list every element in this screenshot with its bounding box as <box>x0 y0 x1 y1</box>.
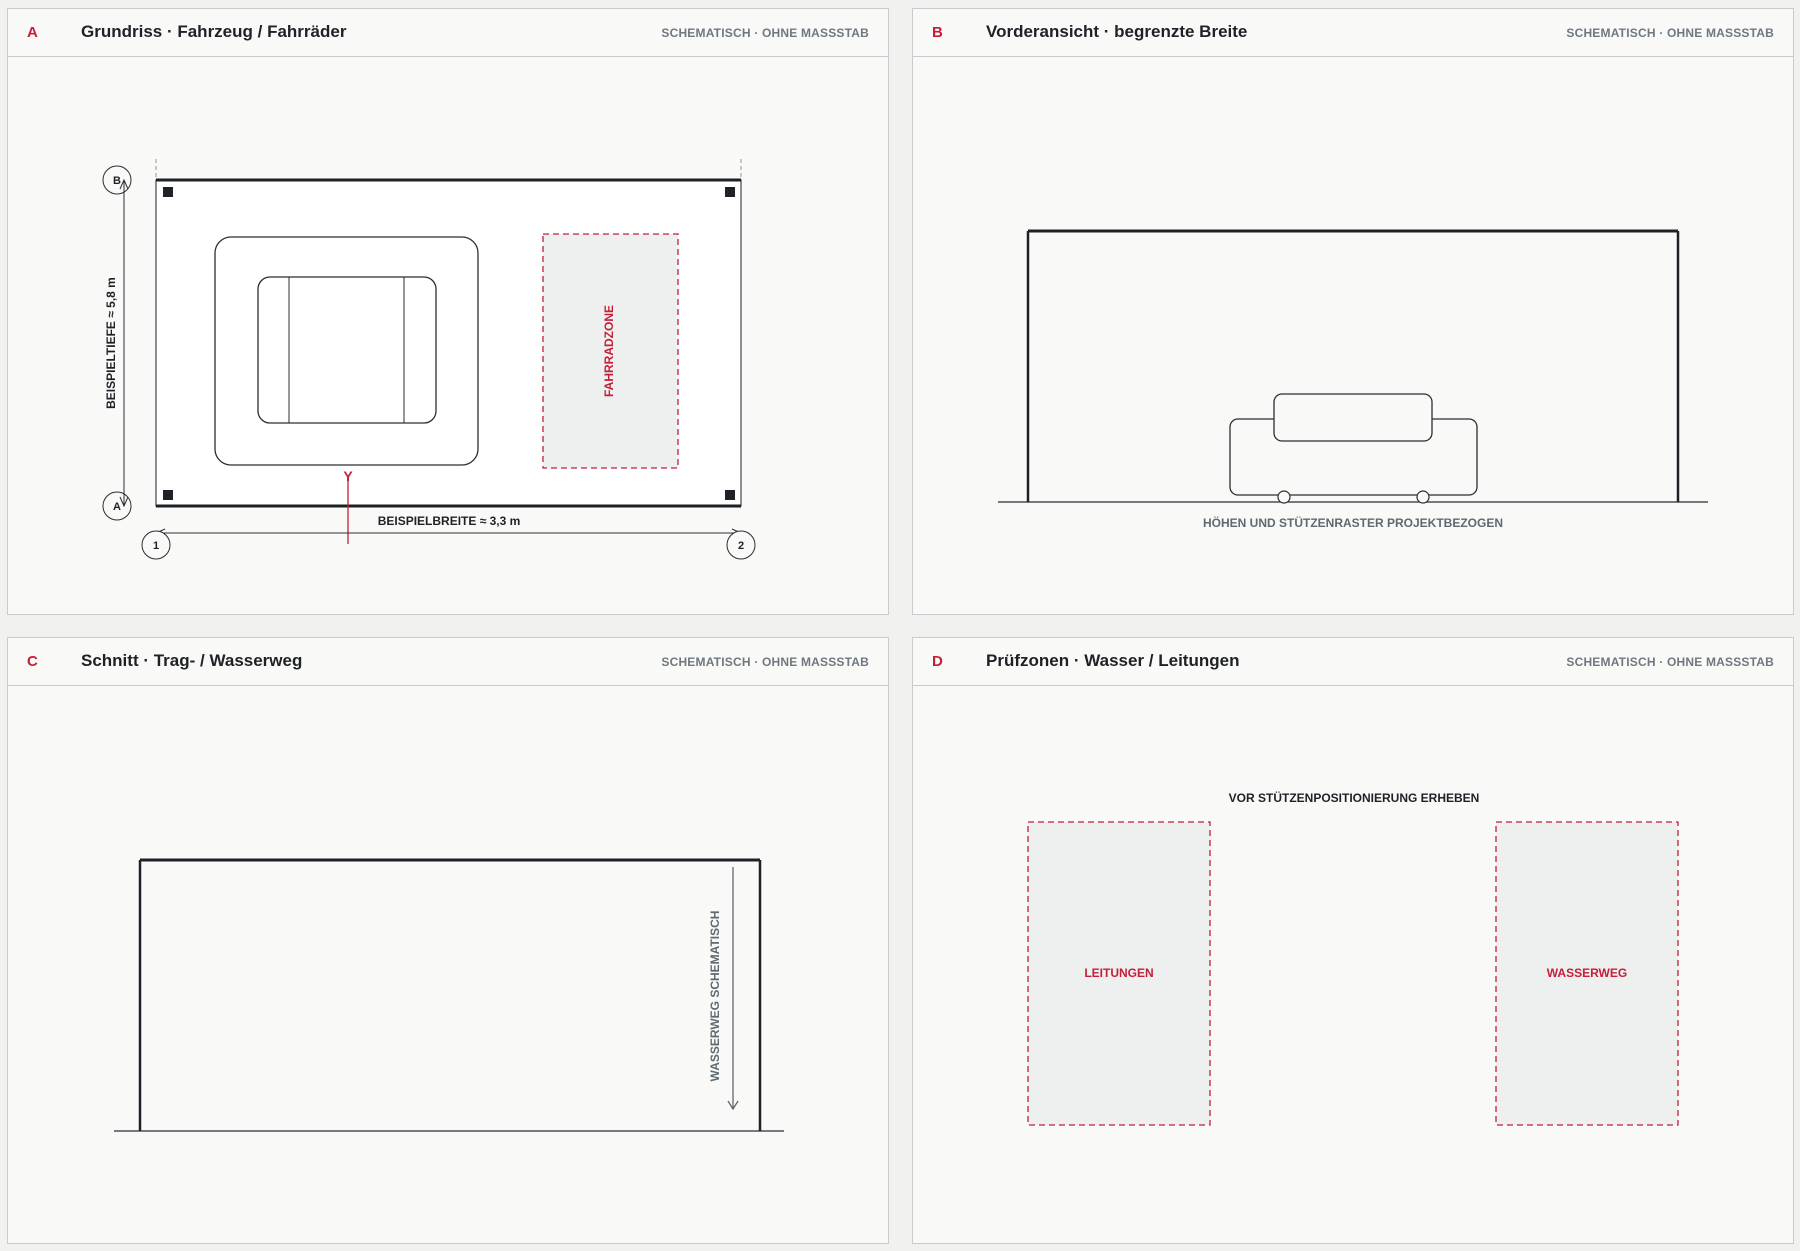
check-zones-caption: VOR STÜTZENPOSITIONIERUNG ERHEBEN <box>1229 790 1480 805</box>
panel-scale-note: SCHEMATISCH · OHNE MASSSTAB <box>1566 655 1774 669</box>
zone-lines <box>1027 821 1211 1126</box>
panel-scale-note: SCHEMATISCH · OHNE MASSSTAB <box>661 655 869 669</box>
car-cabin <box>257 276 437 424</box>
panel-header: A Grundriss · Fahrzeug / Fahrräder SCHEM… <box>8 9 888 57</box>
panel-plan: A Grundriss · Fahrzeug / Fahrräder SCHEM… <box>7 8 889 615</box>
width-label: BEISPIELBREITE ≈ 3,3 m <box>378 514 521 528</box>
zone-lines-label: LEITUNGEN <box>1084 966 1153 980</box>
axis-bubble-2 <box>726 530 756 560</box>
panel-front-view: B Vorderansicht · begrenzte Breite SCHEM… <box>912 8 1794 615</box>
panel-header: D Prüfzonen · Wasser / Leitungen SCHEMAT… <box>913 638 1793 686</box>
arrow-down-icon <box>727 1100 739 1111</box>
panel-letter: C <box>27 653 38 670</box>
car-cabin <box>1273 393 1433 442</box>
post <box>163 187 173 197</box>
section-marker: Y <box>343 468 353 484</box>
panel-title: Vorderansicht · begrenzte Breite <box>986 22 1248 41</box>
axis-label-2: 2 <box>738 540 744 552</box>
arrow-up-icon <box>119 178 129 190</box>
panel-header: C Schnitt · Trag- / Wasserweg SCHEMATISC… <box>8 638 888 686</box>
axis-label-b: B <box>113 175 121 187</box>
panel-title: Prüfzonen · Wasser / Leitungen <box>986 651 1240 670</box>
zone-water-path-label: WASSERWEG <box>1547 966 1627 980</box>
panel-letter: D <box>932 653 943 670</box>
panel-section: C Schnitt · Trag- / Wasserweg SCHEMATISC… <box>7 637 889 1244</box>
bike-zone <box>542 233 679 469</box>
panel-scale-note: SCHEMATISCH · OHNE MASSSTAB <box>661 26 869 40</box>
front-view-caption: HÖHEN UND STÜTZENRASTER PROJEKTBEZOGEN <box>1203 515 1503 530</box>
plan-drawing: FAHRRADZONE Y BEISPIELTIEFE ≈ 5,8 m BEIS… <box>102 159 756 560</box>
panel-title: Schnitt · Trag- / Wasserweg <box>81 651 303 670</box>
front-view-drawing: HÖHEN UND STÜTZENRASTER PROJEKTBEZOGEN <box>998 229 1708 530</box>
section-drawing: WASSERWEG SCHEMATISCH <box>114 858 784 1132</box>
panel-title: Grundriss · Fahrzeug / Fahrräder <box>81 22 347 41</box>
car-body <box>214 236 479 466</box>
panel-letter: B <box>932 24 943 41</box>
water-path-label: WASSERWEG SCHEMATISCH <box>708 911 722 1082</box>
panel-letter: A <box>27 24 38 41</box>
depth-label: BEISPIELTIEFE ≈ 5,8 m <box>104 277 118 409</box>
axis-label-1: 1 <box>153 540 159 552</box>
check-zones-drawing: VOR STÜTZENPOSITIONIERUNG ERHEBEN LEITUN… <box>1027 790 1679 1126</box>
panel-header: B Vorderansicht · begrenzte Breite SCHEM… <box>913 9 1793 57</box>
post <box>725 490 735 500</box>
post <box>725 187 735 197</box>
post <box>163 490 173 500</box>
wheel <box>1277 490 1291 504</box>
panel-scale-note: SCHEMATISCH · OHNE MASSSTAB <box>1566 26 1774 40</box>
panel-check-zones: D Prüfzonen · Wasser / Leitungen SCHEMAT… <box>912 637 1794 1244</box>
arrow-down-icon <box>119 496 129 508</box>
zone-water-path <box>1495 821 1679 1126</box>
axis-bubble-1 <box>141 530 171 560</box>
axis-label-a: A <box>113 501 121 513</box>
axis-bubble-b <box>102 165 132 195</box>
bike-zone-label: FAHRRADZONE <box>602 305 616 397</box>
wheel <box>1416 490 1430 504</box>
axis-bubble-a <box>102 491 132 521</box>
